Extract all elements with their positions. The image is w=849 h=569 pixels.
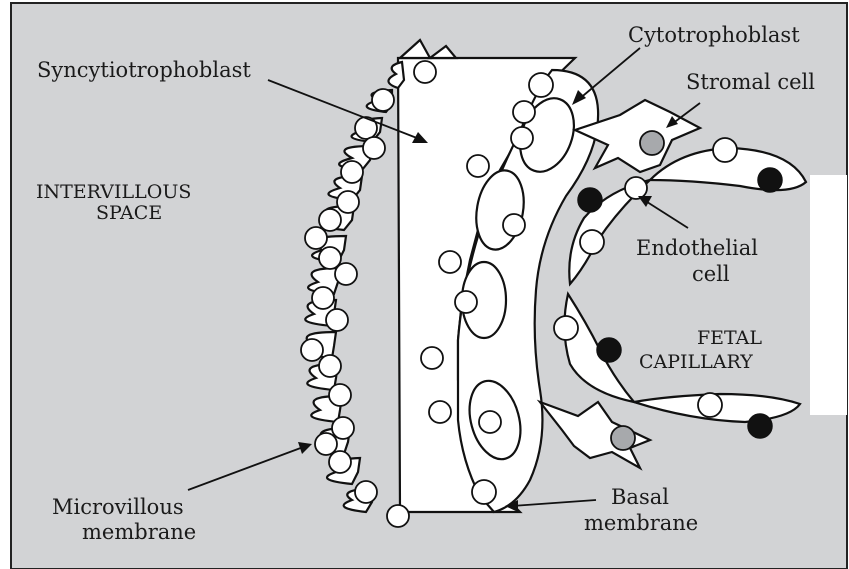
- label-microvillous-line1: Microvillous: [52, 495, 184, 519]
- label-endothelial-line2: cell: [692, 262, 730, 286]
- label-syncytiotrophoblast: Syncytiotrophoblast: [37, 58, 251, 82]
- label-endothelial-line1: Endothelial: [636, 236, 758, 260]
- label-intervillous-line1: INTERVILLOUS: [36, 181, 191, 203]
- label-basal-line2: membrane: [584, 511, 698, 535]
- label-microvillous-line2: membrane: [82, 520, 196, 544]
- label-intervillous-line2: SPACE: [96, 202, 162, 224]
- label-fetal-line1: FETAL: [697, 327, 762, 349]
- label-basal-line1: Basal: [611, 485, 669, 509]
- capillary-edge: [810, 175, 847, 415]
- label-cytotrophoblast: Cytotrophoblast: [628, 23, 800, 47]
- label-fetal-line2: CAPILLARY: [639, 351, 753, 373]
- label-stromal-cell: Stromal cell: [686, 70, 815, 94]
